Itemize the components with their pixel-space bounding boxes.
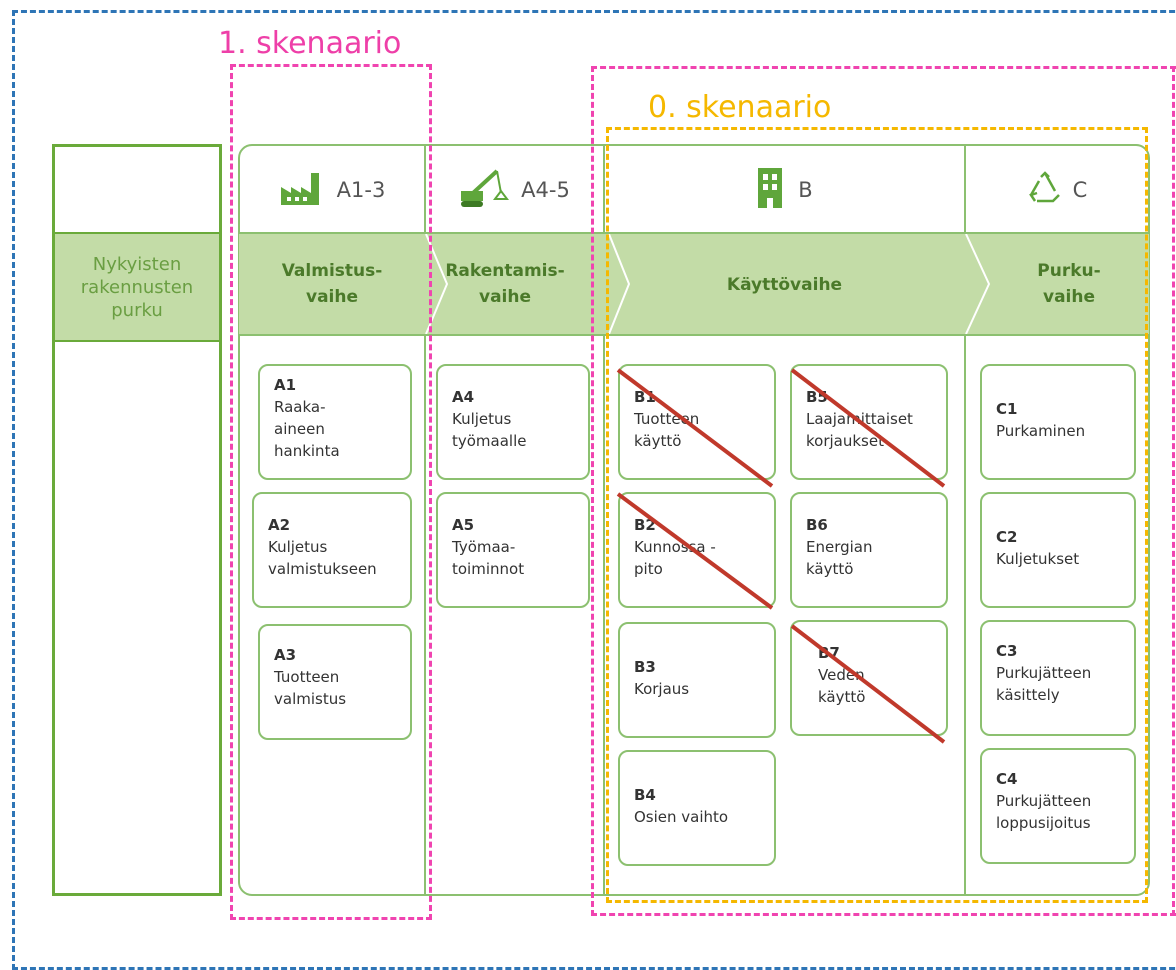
header-label: A4-5 (521, 178, 570, 202)
module-code: A5 (452, 516, 475, 534)
module-card-A1: A1 Raaka- aineen hankinta (258, 364, 412, 480)
phase-band (239, 234, 1149, 334)
phase-label-construction: Rakentamis- vaihe (445, 261, 565, 307)
module-card-C1: C1 Purkaminen (980, 364, 1136, 480)
phase-arrows (425, 234, 991, 334)
module-name: Kuljetus valmistukseen (268, 538, 377, 578)
module-name: Työmaa- toiminnot (452, 538, 525, 578)
header-A4-5: A4-5 (426, 148, 603, 232)
module-code: A4 (452, 388, 475, 406)
module-card-A2: A2 Kuljetus valmistukseen (252, 492, 412, 608)
scenario-wide-box-right (1172, 66, 1175, 916)
separator (964, 336, 966, 894)
separator (964, 146, 966, 234)
band-divider (239, 334, 1149, 336)
crane-icon (459, 167, 513, 214)
header-B: B (605, 148, 964, 232)
module-name: Purkujätteen loppusijoitus (996, 792, 1092, 832)
module-name: Purkujätteen käsittely (996, 664, 1092, 704)
scenario-1-box (230, 64, 432, 920)
header-C: C (966, 148, 1148, 232)
module-name: Korjaus (634, 680, 690, 698)
module-code: C1 (996, 400, 1018, 418)
header-label: B (798, 178, 813, 202)
module-code: A1 (274, 376, 297, 394)
module-code: C3 (996, 642, 1018, 660)
phase-label-use: Käyttövaihe (726, 275, 843, 295)
separator (424, 146, 426, 234)
factory-icon (279, 169, 323, 212)
module-card-B3: B3 Korjaus (618, 622, 776, 738)
module-name: Tuotteen valmistus (274, 668, 347, 708)
header-divider (239, 232, 1149, 234)
module-name: Raaka- aineen hankinta (274, 398, 340, 460)
module-code: C4 (996, 770, 1018, 788)
recycle-icon (1027, 170, 1063, 210)
existing-demolition-label: Nykyisten rakennusten purku (55, 232, 219, 342)
module-code: B6 (806, 516, 828, 534)
module-card-B6: B6 Energian käyttö (790, 492, 948, 608)
scenario-1-label: 1. skenaario (216, 26, 404, 61)
module-code: A2 (268, 516, 291, 534)
header-A1-3: A1-3 (240, 148, 424, 232)
module-name: Kuljetus työmaalle (452, 410, 527, 450)
module-code: B3 (634, 658, 656, 676)
separator (603, 336, 605, 894)
scenario-0-label: 0. skenaario (646, 90, 834, 125)
module-name: Energian käyttö (806, 538, 873, 578)
module-card-C4: C4 Purkujätteen loppusijoitus (980, 748, 1136, 864)
module-name: Purkaminen (996, 422, 1086, 440)
module-card-B4: B4 Osien vaihto (618, 750, 776, 866)
module-name: Kuljetukset (996, 550, 1080, 568)
module-card-A3: A3 Tuotteen valmistus (258, 624, 412, 740)
scenario-wide-box (591, 66, 1176, 916)
header-label: A1-3 (336, 178, 386, 202)
scenario-0-box (606, 127, 1148, 903)
phase-label-end-of-life: Purku- vaihe (1037, 261, 1101, 307)
module-card-C3: C3 Purkujätteen käsittely (980, 620, 1136, 736)
module-code: A3 (274, 646, 297, 664)
module-card-C2: C2 Kuljetukset (980, 492, 1136, 608)
building-icon (756, 166, 784, 215)
header-label: C (1072, 178, 1088, 202)
separator (603, 146, 605, 234)
module-card-A4: A4 Kuljetus työmaalle (436, 364, 590, 480)
phase-label-manufacturing: Valmistus- vaihe (281, 261, 383, 307)
module-code: C2 (996, 528, 1018, 546)
module-code: B4 (634, 786, 656, 804)
separator (424, 336, 426, 894)
module-name: Osien vaihto (634, 808, 729, 826)
module-card-A5: A5 Työmaa- toiminnot (436, 492, 590, 608)
